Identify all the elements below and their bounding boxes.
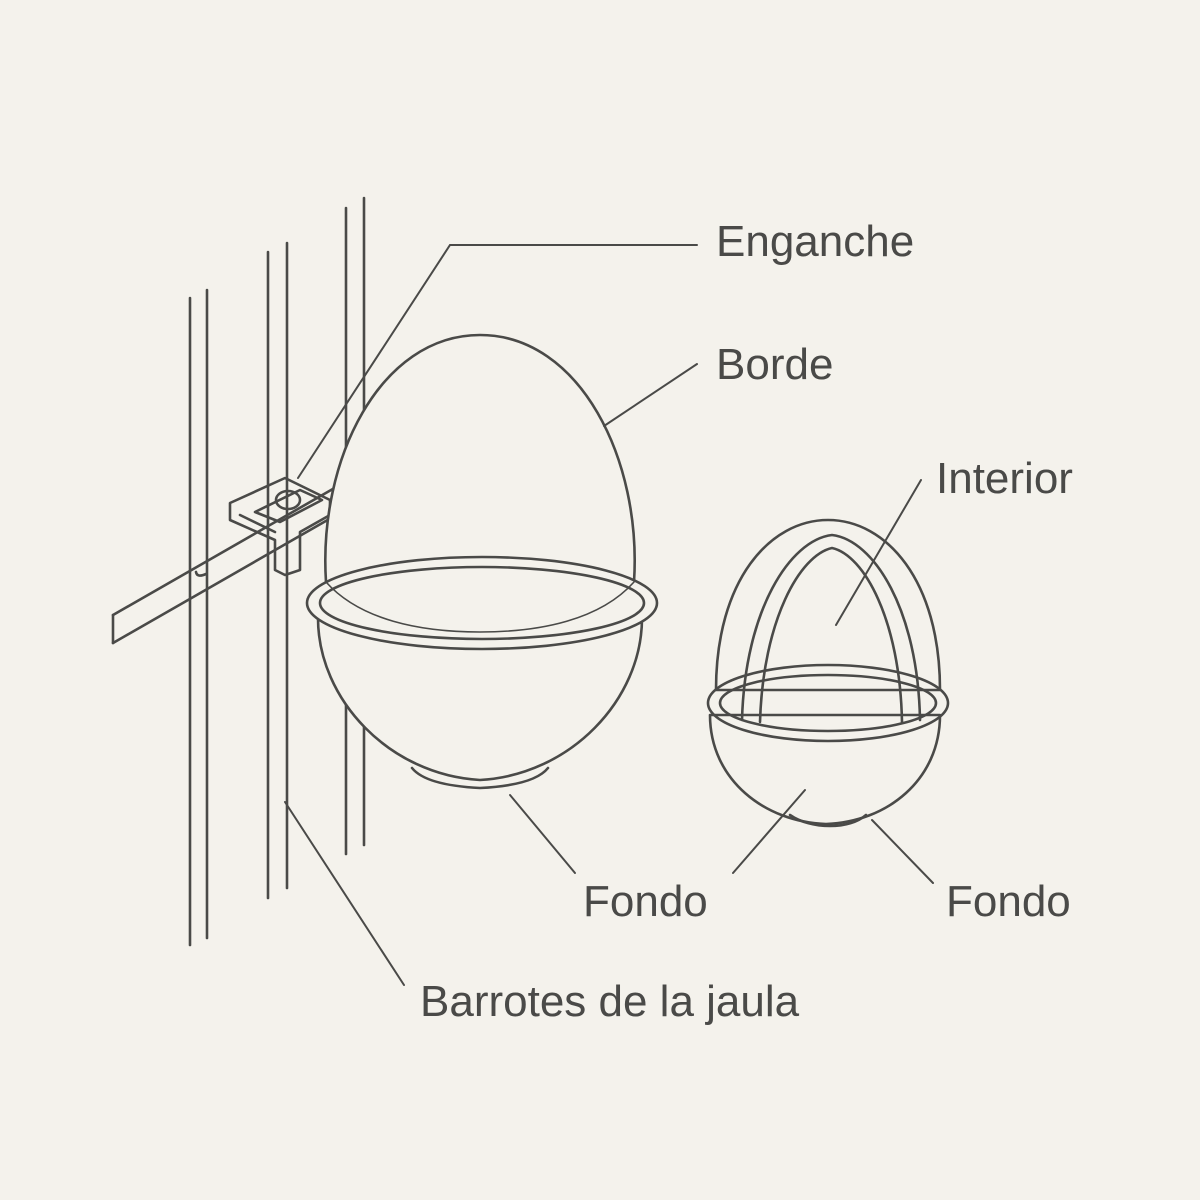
label-bottom-right: Fondo xyxy=(946,877,1071,926)
label-rim: Borde xyxy=(716,340,834,389)
hook-clip xyxy=(228,476,332,577)
leader-lines xyxy=(284,244,934,986)
label-interior: Interior xyxy=(936,454,1073,503)
label-bottom-left: Fondo xyxy=(583,877,708,926)
label-cage-bars: Barrotes de la jaula xyxy=(420,977,800,1026)
small-egg-cup xyxy=(706,518,950,828)
large-egg-cup xyxy=(305,333,659,790)
label-hook: Enganche xyxy=(716,217,915,266)
